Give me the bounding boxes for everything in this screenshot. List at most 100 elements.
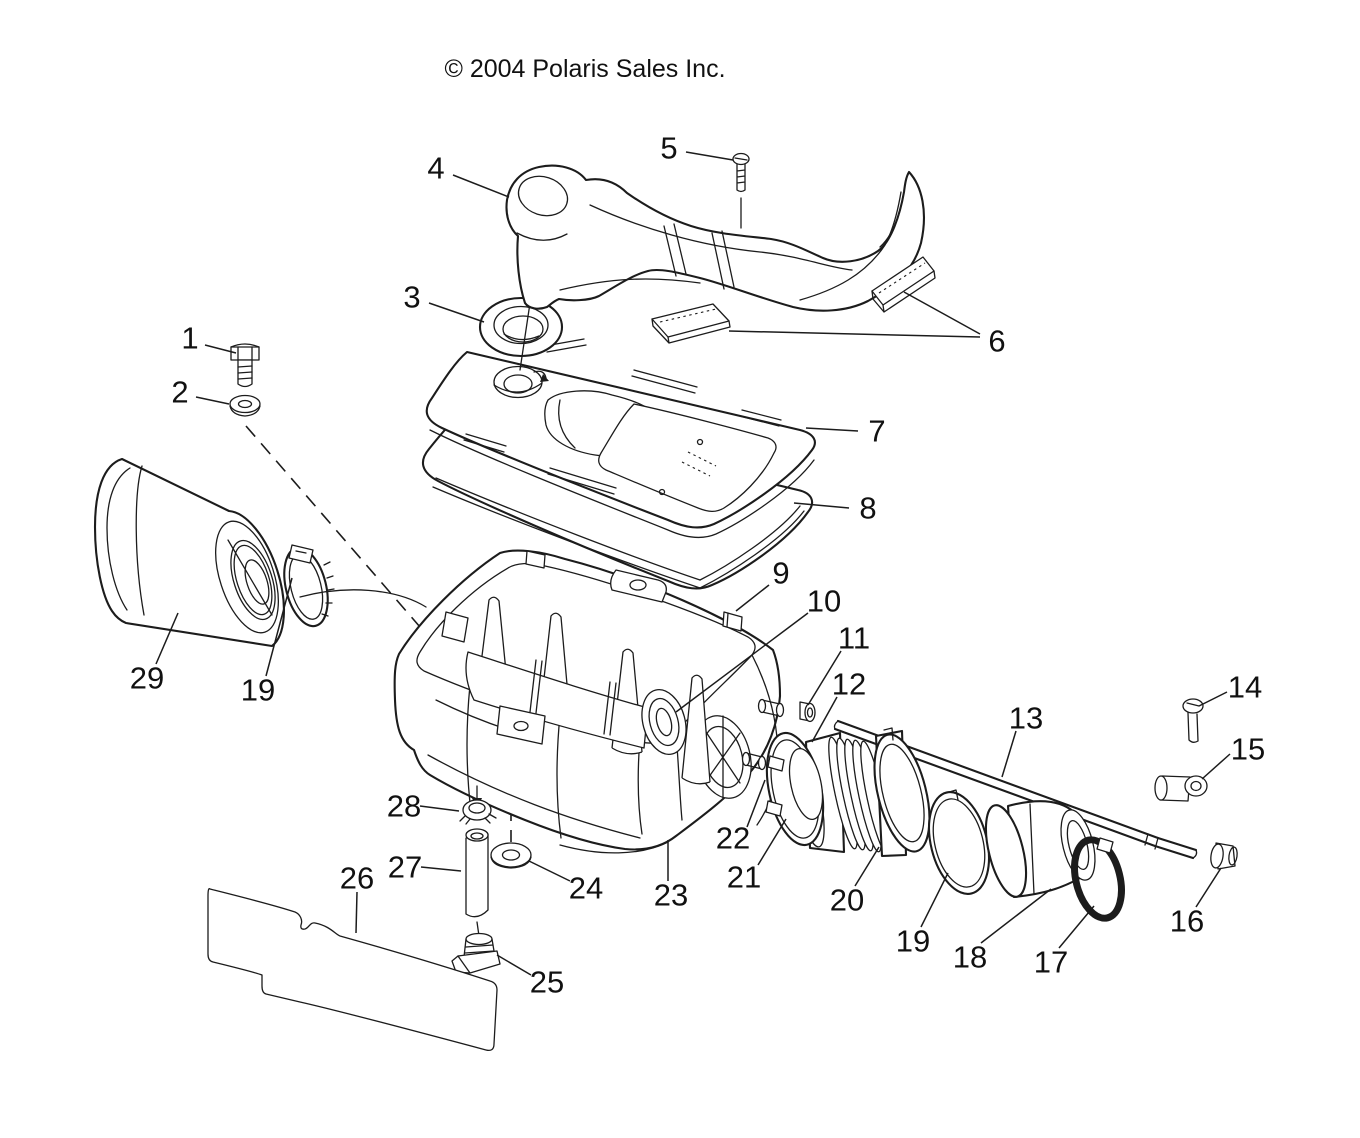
callout-19-18: 19: [896, 872, 949, 959]
clip-15-drawing: [1154, 775, 1208, 802]
washer-2-drawing: [229, 394, 261, 417]
callout-number: 1: [181, 321, 198, 356]
callout-number: 29: [130, 661, 164, 696]
callout-23-22: 23: [654, 840, 688, 913]
callout-11-10: 11: [807, 621, 870, 706]
callout-3-2: 3: [403, 280, 485, 323]
callout-10-9: 10: [675, 584, 841, 713]
callout-8-7: 8: [793, 491, 877, 526]
air-filter-drawing: [93, 457, 285, 648]
clip-28-drawing: [459, 799, 497, 825]
callout-21-20: 21: [727, 818, 787, 895]
callout-number: 6: [988, 324, 1005, 359]
rubber-boot-drawing: [984, 800, 1096, 899]
callout-number: 24: [569, 871, 603, 906]
callout-1-0: 1: [181, 321, 237, 356]
callout-leader: [811, 696, 838, 743]
callout-leader: [452, 174, 510, 198]
drain-tube-27-drawing: [465, 828, 489, 937]
callout-2-1: 2: [171, 375, 230, 410]
washer-24-drawing: [490, 842, 532, 869]
callout-leader: [735, 584, 770, 612]
callout-leader: [728, 330, 981, 338]
callout-number: 13: [1009, 701, 1043, 736]
callout-number: 18: [953, 940, 987, 975]
callout-number: 11: [838, 621, 870, 656]
grommet-drawing: [478, 296, 564, 371]
callout-6-5: 6: [728, 291, 1006, 359]
callout-number: 4: [427, 151, 444, 186]
clamp-17-drawing: [1071, 836, 1125, 922]
callout-leader: [1201, 753, 1231, 780]
screw-14-drawing: [1182, 698, 1204, 743]
hose-clamp-left-drawing: [283, 544, 427, 628]
callout-leader: [675, 612, 809, 713]
assembly-dashed-lines: [245, 425, 512, 842]
callout-29-28: 29: [130, 612, 179, 696]
callout-number: 3: [403, 280, 420, 315]
callout-20-19: 20: [830, 846, 880, 918]
callout-number: 23: [654, 878, 688, 913]
callout-leader: [155, 612, 179, 665]
callout-7-6: 7: [805, 414, 886, 449]
callout-leader: [685, 151, 734, 161]
callout-leader: [265, 577, 293, 677]
callout-number: 10: [807, 584, 841, 619]
callout-leader: [746, 779, 766, 828]
callout-13-12: 13: [1001, 701, 1043, 778]
callout-number: 19: [896, 924, 930, 959]
callout-number: 28: [387, 789, 421, 824]
callout-number: 19: [241, 673, 275, 708]
gasket-and-oring-drawing: [765, 731, 825, 847]
callout-leader: [195, 396, 230, 405]
callouts: 1234567891011121314151617181920212223242…: [130, 131, 1265, 1000]
foam-panel-drawing: [207, 888, 498, 1052]
callout-number: 26: [340, 861, 374, 896]
callout-5-4: 5: [660, 131, 734, 166]
callout-12-11: 12: [811, 667, 866, 743]
callout-18-17: 18: [953, 888, 1052, 975]
callout-leader: [204, 344, 237, 354]
callout-25-24: 25: [496, 954, 564, 1000]
callout-leader: [420, 866, 462, 872]
foam-strips-drawing: [651, 256, 936, 344]
callout-27-26: 27: [388, 850, 462, 885]
callout-number: 27: [388, 850, 422, 885]
outlet-boot-drawing: [791, 727, 931, 858]
callout-number: 12: [832, 667, 866, 702]
callout-26-25: 26: [340, 861, 374, 934]
callout-9-8: 9: [735, 556, 790, 612]
intake-duct-drawing: [505, 164, 925, 312]
copyright-text: © 2004 Polaris Sales Inc.: [444, 55, 725, 83]
callout-leader: [1058, 905, 1095, 949]
callout-number: 25: [530, 965, 564, 1000]
callout-leader: [805, 427, 859, 432]
callout-leader: [496, 954, 532, 976]
callout-number: 7: [868, 414, 885, 449]
screw-drawing: [732, 152, 750, 229]
callout-28-27: 28: [387, 789, 460, 824]
callout-number: 8: [859, 491, 876, 526]
callout-number: 17: [1034, 945, 1068, 980]
callout-leader: [419, 805, 460, 812]
callout-leader: [355, 891, 358, 934]
callout-number: 22: [716, 821, 750, 856]
callout-leader: [1195, 867, 1222, 908]
callout-leader: [920, 872, 949, 928]
bolt-drawing: [230, 343, 260, 388]
callout-15-14: 15: [1201, 732, 1265, 780]
callout-leader: [854, 846, 880, 887]
callout-leader: [793, 502, 850, 509]
callout-number: 21: [727, 860, 761, 895]
callout-number: 5: [660, 131, 677, 166]
callout-17-16: 17: [1034, 905, 1095, 980]
callout-leader: [428, 302, 485, 323]
callout-leader: [1198, 691, 1228, 707]
callout-number: 20: [830, 883, 864, 918]
callout-leader: [757, 818, 787, 866]
callout-14-13: 14: [1198, 670, 1262, 707]
callout-number: 16: [1170, 904, 1204, 939]
callout-19-29: 19: [241, 577, 293, 708]
cap-16-drawing: [1210, 842, 1238, 870]
